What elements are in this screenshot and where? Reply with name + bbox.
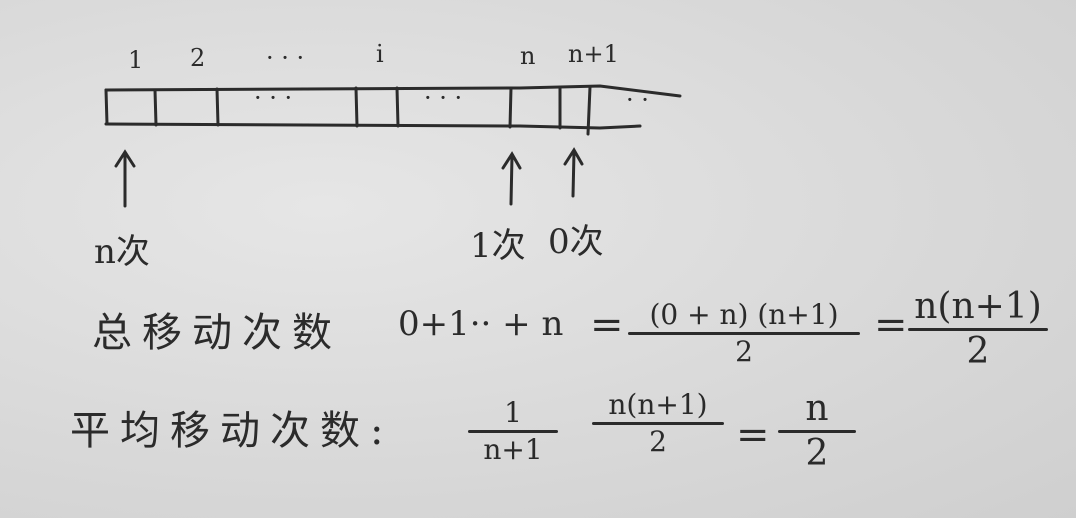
cell-divider [508, 86, 513, 129]
cell-dots: · · · [254, 84, 293, 112]
arrow-up-n [501, 151, 522, 206]
fraction-denominator: 2 [805, 433, 829, 474]
total-moves-sum: 0+1·· + n [398, 304, 564, 344]
index-label-i: i [376, 40, 384, 68]
total-fraction-2: n(n+1) 2 [908, 286, 1048, 373]
fraction-bar [778, 430, 856, 433]
arrow-up-n1 [563, 147, 584, 198]
count-label-0: 0次 [548, 222, 604, 262]
fraction-numerator: (0 + n) (n+1) [649, 298, 839, 331]
fraction-denominator: 2 [966, 331, 990, 372]
fraction-denominator: n+1 [483, 433, 543, 466]
total-moves-label: 总移动次数 [92, 310, 342, 356]
average-moves-label: 平均移动次数: [70, 408, 394, 454]
count-label-n: n次 [94, 232, 150, 272]
cell-divider [215, 87, 220, 127]
fraction-denominator: 2 [735, 335, 753, 368]
equals-sign: = [874, 302, 908, 348]
index-label-n: n [520, 42, 536, 70]
arrow-up-first [114, 149, 136, 208]
fraction-bar [468, 430, 558, 433]
count-label-1: 1次 [470, 226, 526, 266]
total-fraction-1: (0 + n) (n+1) 2 [628, 298, 860, 369]
avg-fraction-1: 1 n+1 [468, 396, 558, 467]
index-label-1: 1 [128, 46, 144, 74]
equals-sign: = [736, 412, 770, 458]
array-top-edge [104, 84, 682, 98]
fraction-denominator: 2 [649, 425, 667, 458]
fraction-numerator: n [805, 388, 829, 429]
cell-dots: · · [626, 86, 649, 114]
index-label-n-plus-1: n+1 [568, 40, 619, 68]
fraction-numerator: n(n+1) [608, 388, 708, 421]
cell-divider [153, 88, 158, 127]
cell-divider [586, 85, 592, 136]
cell-divider [354, 86, 359, 128]
avg-fraction-2: n(n+1) 2 [592, 388, 724, 459]
cell-divider [395, 86, 400, 128]
array-left-edge [104, 88, 109, 126]
fraction-numerator: n(n+1) [914, 286, 1042, 327]
fraction-bar [908, 328, 1048, 331]
index-label-2: 2 [190, 44, 206, 72]
fraction-bar [628, 332, 860, 335]
fraction-bar [592, 422, 724, 425]
fraction-numerator: 1 [504, 396, 522, 429]
cell-dots: · · · [424, 84, 463, 112]
index-label-dots: · · · [266, 44, 305, 72]
equals-sign: = [590, 302, 624, 348]
avg-fraction-3: n 2 [778, 388, 856, 475]
